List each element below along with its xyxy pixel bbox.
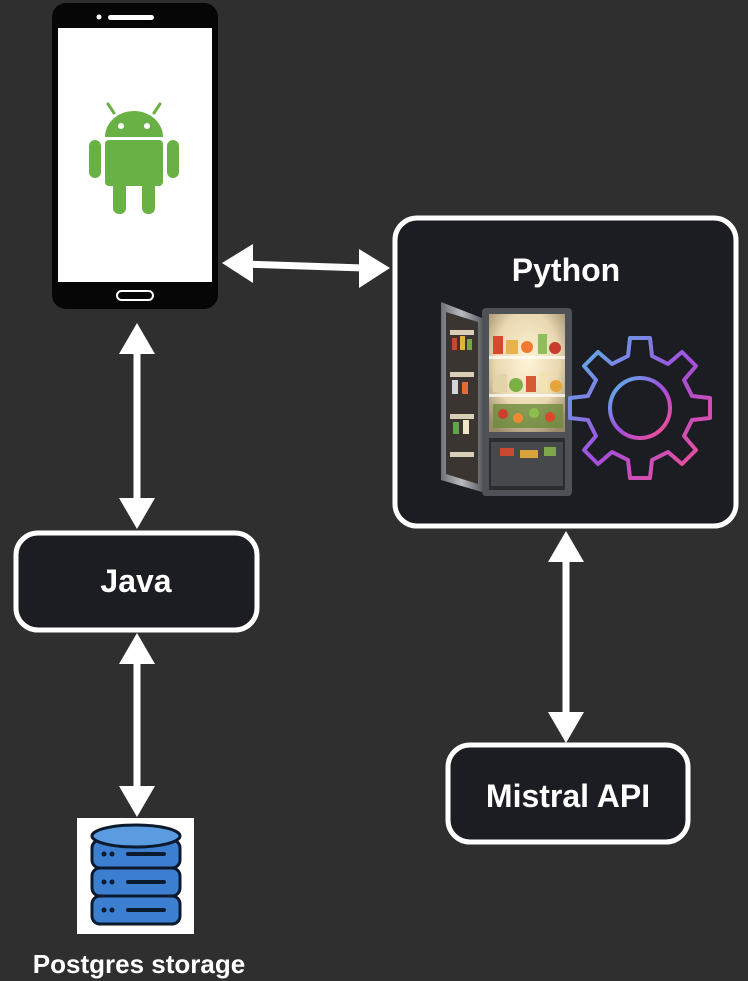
open-fridge-image (441, 302, 572, 496)
postgres-storage-label: Postgres storage (33, 949, 245, 979)
mistral-api-label: Mistral API (486, 778, 650, 814)
python-label: Python (512, 252, 620, 288)
gear-icon (568, 336, 712, 480)
java-node: Java (13, 530, 260, 633)
arrow-phone-python (222, 244, 390, 288)
arrow-phone-java (119, 323, 155, 529)
android-robot-icon (89, 102, 179, 214)
arrow-java-postgres (119, 633, 155, 817)
arrow-python-mistral (548, 531, 584, 743)
fridge-food (493, 334, 563, 428)
mistral-api-node: Mistral API (445, 742, 691, 845)
database-icon (77, 818, 194, 934)
java-label: Java (100, 563, 171, 599)
